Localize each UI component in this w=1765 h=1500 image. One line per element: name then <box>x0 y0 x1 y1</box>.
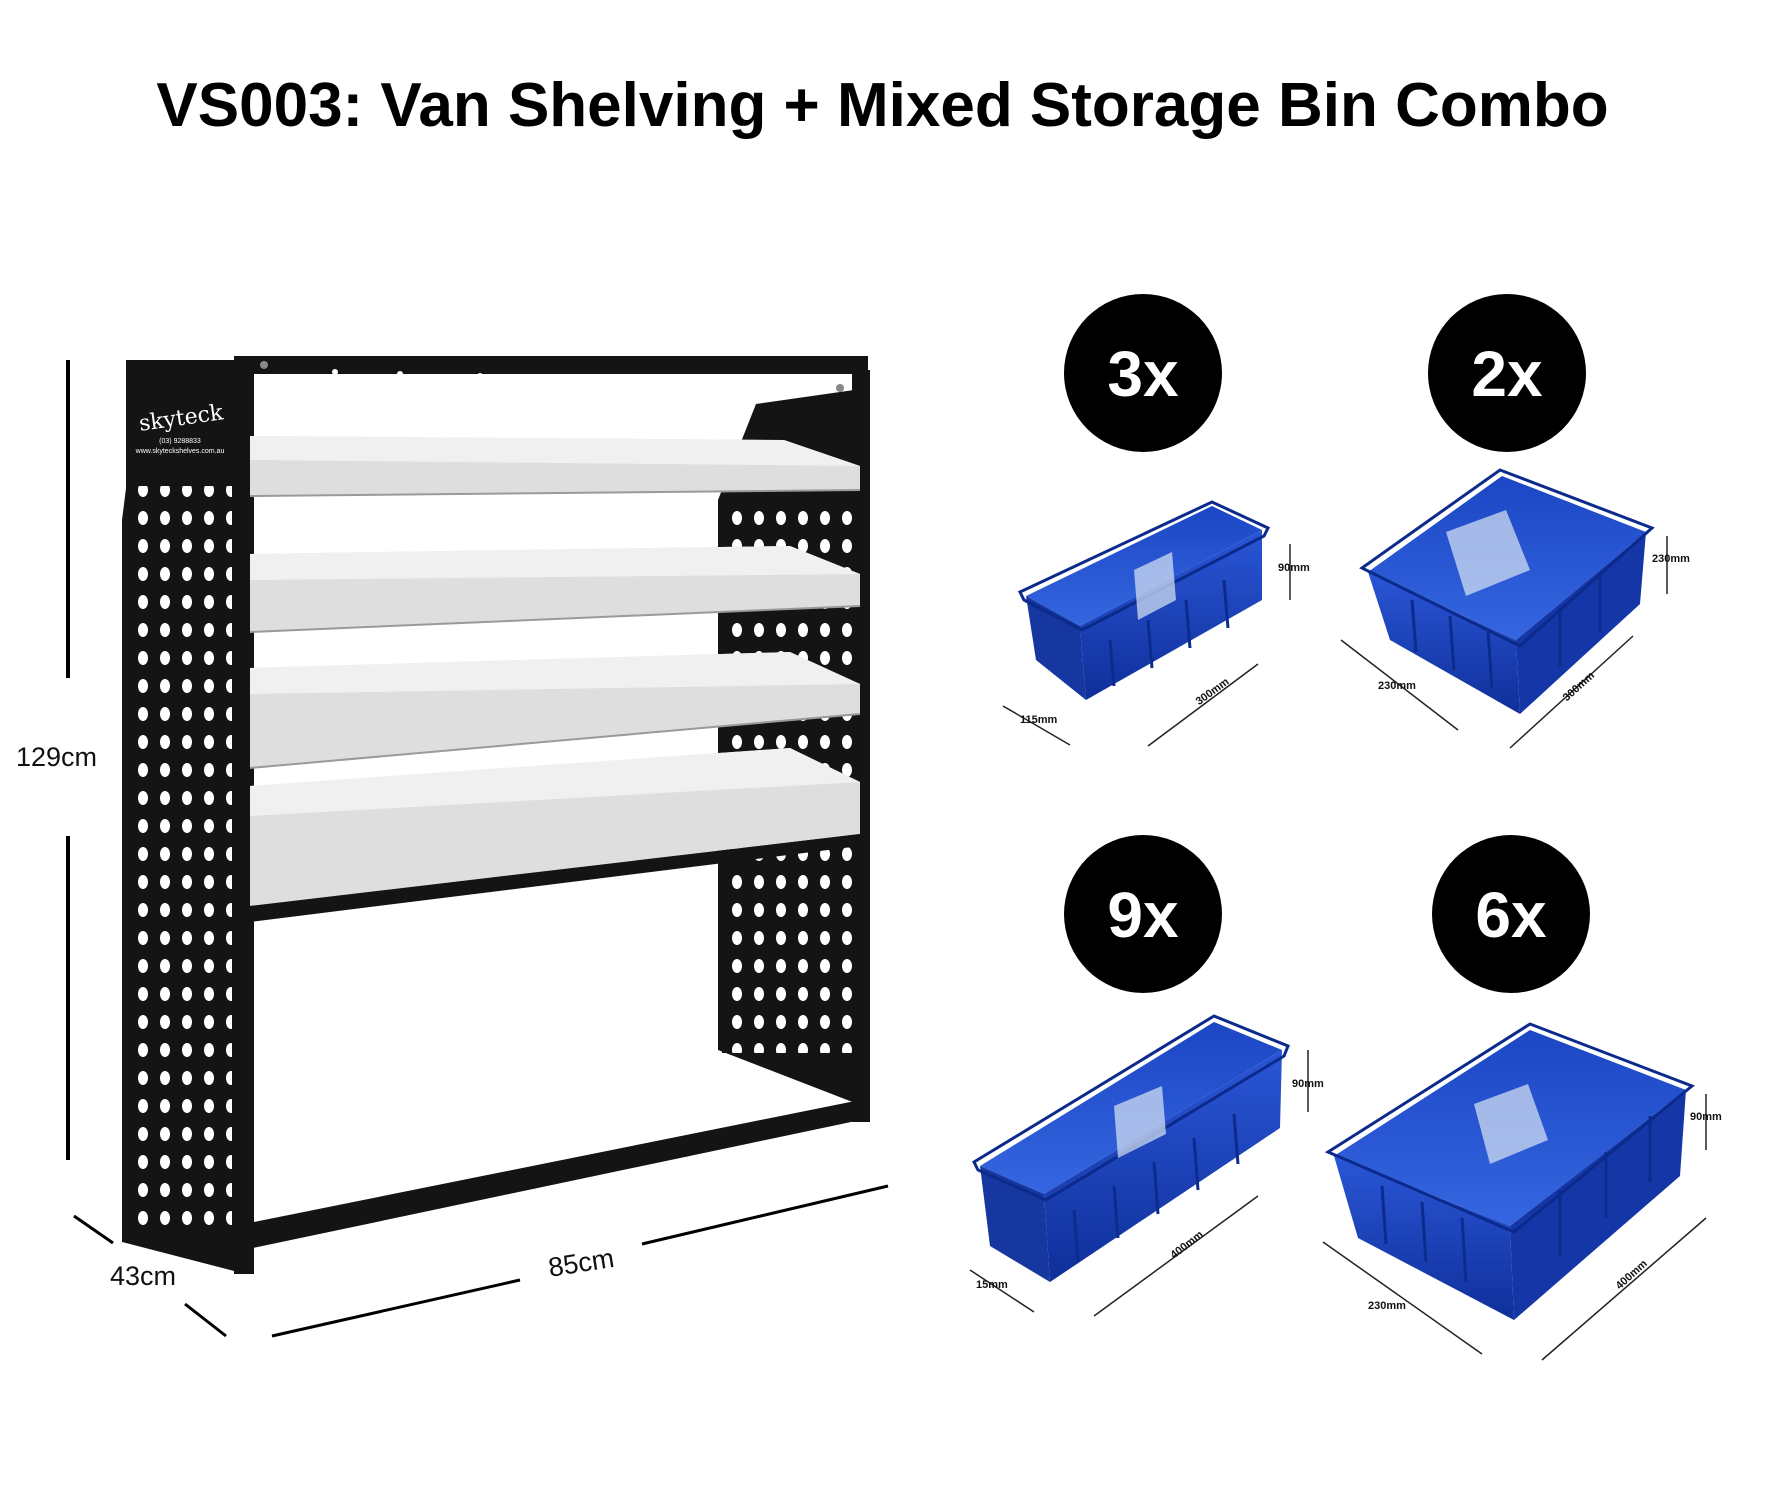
bin-length-label: 300mm <box>1194 676 1232 708</box>
shelf-2 <box>249 546 861 633</box>
depth-label: 43cm <box>110 1261 176 1291</box>
bin-width-label: 230mm <box>1378 680 1416 692</box>
quantity-badge <box>1432 835 1590 993</box>
brand-website: www.skyteckshelves.com.au <box>135 448 225 455</box>
height-dimension: 129cm <box>16 360 97 1160</box>
shelf-3 <box>249 652 861 769</box>
front-frame <box>234 356 870 1274</box>
bin-height-label: 230mm <box>1652 553 1690 565</box>
bin-height-label: 90mm <box>1690 1111 1722 1123</box>
quantity-label: 9x <box>1107 879 1179 951</box>
bin-height-label: 90mm <box>1292 1078 1324 1090</box>
quantity-label: 3x <box>1107 338 1179 410</box>
bin-divider <box>1114 1086 1166 1158</box>
height-label: 129cm <box>16 742 97 772</box>
bin-width-label: 115mm <box>1020 714 1058 726</box>
bin-length-label: 400mm <box>1614 1258 1650 1292</box>
bin-width-label: 230mm <box>1368 1300 1406 1312</box>
bin-group-1: 3x 115mm 300mm 90mm <box>1002 294 1310 747</box>
brand-phone: (03) 9288833 <box>159 438 201 445</box>
quantity-badge <box>1428 294 1586 452</box>
bin-group-4: 6x 230mm 400mm 90mm <box>1322 835 1722 1361</box>
bin-width-label: 15mm <box>976 1279 1008 1291</box>
bin-group-2: 2x 230mm 300mm 230mm <box>1340 294 1690 749</box>
shelf-4 <box>250 748 860 922</box>
quantity-label: 2x <box>1471 338 1543 410</box>
quantity-label: 6x <box>1475 879 1547 951</box>
bin-length-label: 300mm <box>1561 669 1597 703</box>
quantity-badge <box>1064 294 1222 452</box>
depth-dimension: 43cm <box>73 1214 227 1338</box>
page-title: VS003: Van Shelving + Mixed Storage Bin … <box>156 71 1609 140</box>
bin-height-label: 90mm <box>1278 562 1310 574</box>
bin-divider <box>1446 510 1530 596</box>
quantity-badge <box>1064 835 1222 993</box>
storage-bin-small-300 <box>1017 500 1271 700</box>
van-shelving-unit: skyteck (03) 9288833 www.skyteckshelves.… <box>16 356 889 1338</box>
shelf-1 <box>249 436 861 497</box>
bin-divider <box>1474 1084 1548 1164</box>
storage-bin-wide-300 <box>1359 468 1655 714</box>
width-label: 85cm <box>546 1243 616 1283</box>
storage-bin-small-400 <box>972 1014 1290 1282</box>
left-side-panel: skyteck (03) 9288833 www.skyteckshelves.… <box>122 360 238 1272</box>
bin-divider <box>1134 552 1176 620</box>
storage-bin-wide-400 <box>1324 1022 1695 1320</box>
bin-length-label: 400mm <box>1168 1228 1205 1261</box>
right-side-panel <box>718 388 868 1108</box>
bin-group-3: 9x 15mm 400mm 90mm <box>969 835 1324 1317</box>
